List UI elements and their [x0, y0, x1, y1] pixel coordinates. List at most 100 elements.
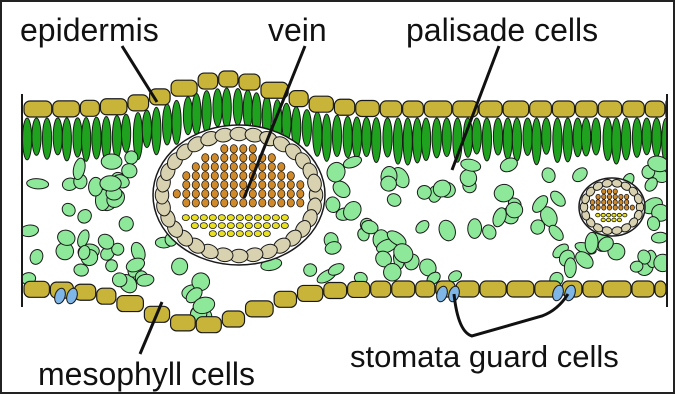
xylem-cell — [259, 172, 266, 180]
palisade-cell — [172, 100, 181, 144]
phloem-cell — [209, 231, 216, 237]
epidermis-cell — [645, 101, 665, 117]
xylem-cell — [259, 199, 266, 207]
xylem-cell — [619, 194, 623, 199]
palisade-cell — [603, 118, 612, 160]
xylem-cell — [221, 172, 228, 180]
xylem-cell — [297, 199, 304, 207]
palisade-cell — [313, 112, 322, 156]
label-stomata-guard-cells: stomata guard cells — [350, 341, 619, 372]
phloem-cell — [182, 215, 189, 221]
phloem-cell — [617, 213, 621, 217]
palisade-cell — [62, 118, 71, 161]
palisade-cell — [542, 118, 551, 154]
xylem-cell — [249, 154, 256, 162]
phloem-cell — [236, 231, 243, 237]
xylem-cell — [230, 190, 237, 198]
palisade-cell — [472, 118, 481, 154]
xylem-cell — [259, 163, 266, 171]
xylem-cell — [202, 199, 209, 207]
epidermis-cell — [424, 101, 451, 117]
xylem-cell — [192, 163, 199, 171]
epidermis-cell — [334, 99, 354, 115]
xylem-cell — [613, 205, 617, 210]
palisade-cell — [32, 118, 41, 155]
phloem-cell — [218, 215, 225, 221]
xylem-cell — [268, 181, 275, 189]
palisade-cell — [523, 118, 532, 156]
palisade-cell — [213, 89, 222, 127]
xylem-cell — [287, 199, 294, 207]
palisade-cell — [532, 118, 541, 165]
phloem-cell — [263, 231, 270, 237]
epidermis-cell — [309, 96, 333, 112]
phloem-cell — [623, 213, 627, 217]
xylem-cell — [607, 189, 611, 194]
xylem-cell — [211, 172, 218, 180]
phloem-cell — [245, 215, 252, 221]
epidermis-cell — [246, 301, 274, 317]
xylem-cell — [230, 199, 237, 207]
xylem-cell — [297, 181, 304, 189]
xylem-cell — [173, 190, 180, 198]
epidermis-cell — [530, 101, 552, 117]
phloem-cell — [209, 215, 216, 221]
xylem-cell — [630, 205, 634, 210]
xylem-cell — [268, 199, 275, 207]
epidermis-cell — [324, 283, 347, 299]
xylem-cell — [230, 163, 237, 171]
epidermis-cell — [356, 100, 379, 116]
xylem-cell — [624, 200, 628, 205]
palisade-cell — [302, 110, 311, 147]
xylem-cell — [183, 199, 190, 207]
xylem-cell — [183, 172, 190, 180]
xylem-cell — [221, 163, 228, 171]
phloem-cell — [227, 223, 234, 229]
xylem-cell — [249, 145, 256, 153]
xylem-cell — [596, 205, 600, 210]
xylem-cell — [278, 199, 285, 207]
epidermis-cell — [298, 285, 323, 301]
palisade-cell — [612, 118, 621, 164]
epidermis-cell — [371, 281, 391, 297]
xylem-cell — [607, 194, 611, 199]
epidermis-cell — [416, 281, 435, 297]
palisade-cell — [183, 97, 192, 135]
label-mesophyll-cells: mesophyll cells — [38, 358, 255, 390]
palisade-cell — [142, 110, 151, 147]
epidermis-cell — [171, 315, 196, 331]
palisade-cell — [23, 118, 32, 160]
epidermis-cell — [198, 73, 218, 89]
palisade-cell — [92, 117, 101, 159]
palisade-cell — [82, 117, 91, 161]
phloem-cell — [245, 231, 252, 237]
palisade-cell — [73, 118, 82, 157]
xylem-cell — [259, 181, 266, 189]
phloem-cell — [218, 223, 225, 229]
upper-epidermis — [24, 71, 666, 117]
xylem-cell — [211, 154, 218, 162]
xylem-cell — [268, 190, 275, 198]
spongy-cell — [101, 154, 122, 170]
phloem-cell — [209, 223, 216, 229]
palisade-cell — [622, 118, 631, 160]
xylem-cell — [249, 190, 256, 198]
epidermis-cell — [348, 281, 370, 297]
palisade-cell — [432, 118, 441, 158]
phloem-cell — [245, 223, 252, 229]
leader-stomata — [454, 294, 568, 336]
palisade-cell — [503, 118, 512, 159]
xylem-cell — [192, 199, 199, 207]
xylem-cell — [183, 181, 190, 189]
phloem-cell — [606, 213, 610, 217]
phloem-cell — [601, 218, 605, 222]
palisade-cell — [512, 118, 521, 161]
phloem-cell — [236, 215, 243, 221]
epidermis-cell — [97, 288, 116, 304]
xylem-cell — [278, 163, 285, 171]
xylem-cell — [240, 163, 247, 171]
epidermis-cell — [552, 101, 574, 117]
xylem-cell — [240, 181, 247, 189]
palisade-cell — [233, 88, 242, 125]
